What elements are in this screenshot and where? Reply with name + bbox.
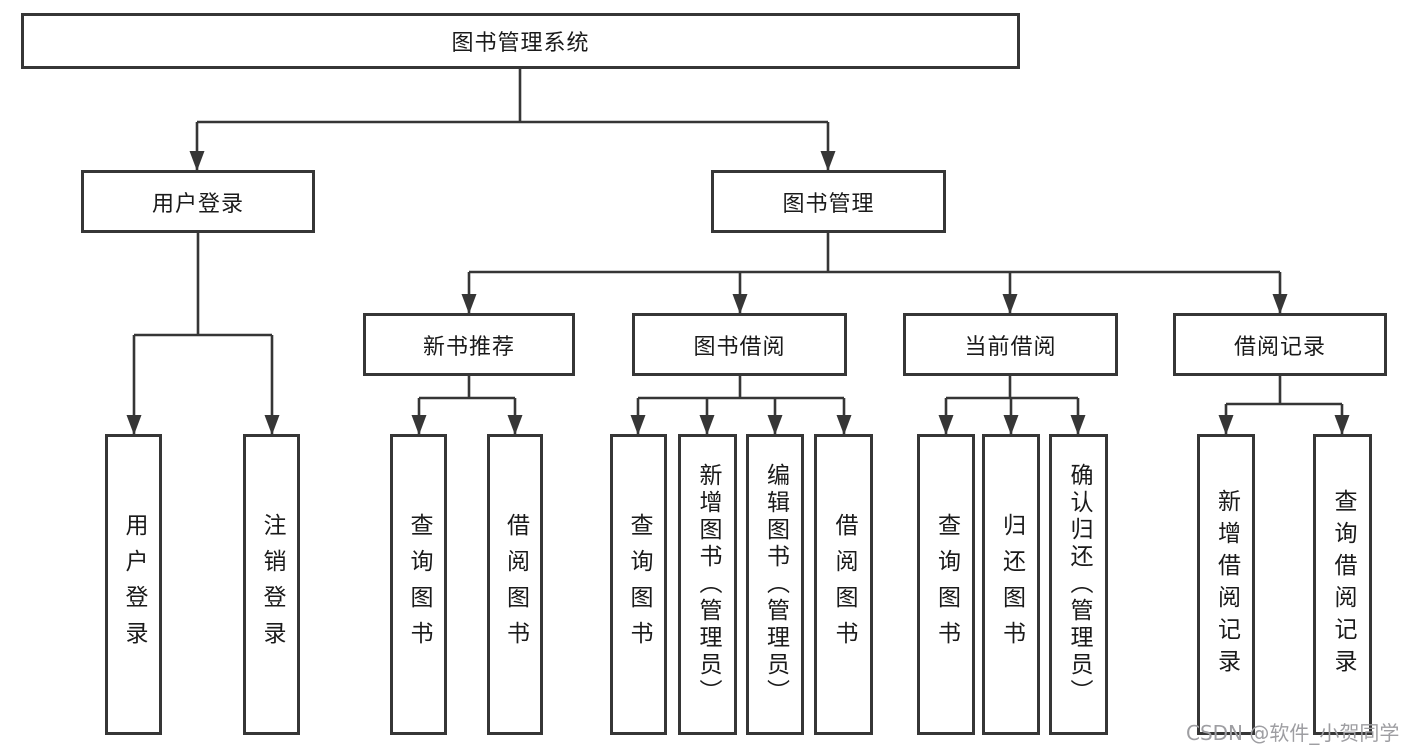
node-root: 图书管理系统 (21, 13, 1020, 69)
node-br-add-record-label: 新增借阅记录 (1213, 488, 1240, 681)
node-cb-query-books: 查询图书 (917, 434, 975, 735)
connector-user-login-to-leaves (126, 233, 280, 435)
csdn-watermark: CSDN @软件_小贺同学 (1186, 721, 1400, 745)
node-new-book-recommend-label: 新书推荐 (422, 334, 515, 360)
node-book-management: 图书管理 (711, 170, 946, 233)
node-bb-borrow-books-label: 借阅图书 (831, 512, 857, 657)
node-new-book-recommend: 新书推荐 (363, 313, 575, 376)
connector-book-borrow-to-leaves (630, 376, 852, 435)
node-cb-return-books-label: 归还图书 (998, 512, 1025, 657)
node-br-query-record-label: 查询借阅记录 (1330, 488, 1356, 681)
node-user-login-leaf: 用户登录 (105, 434, 162, 735)
node-root-label: 图书管理系统 (451, 31, 590, 56)
node-book-management-label: 图书管理 (782, 191, 875, 217)
node-borrow-records-label: 借阅记录 (1233, 334, 1326, 360)
node-nb-borrow-books: 借阅图书 (487, 434, 543, 735)
node-user-login: 用户登录 (81, 170, 315, 233)
connector-current-borrow-to-leaves (938, 376, 1086, 435)
node-br-query-record: 查询借阅记录 (1313, 434, 1372, 735)
node-bb-query-books-label: 查询图书 (626, 512, 652, 657)
node-bb-edit-books-label: 编辑图书（管理员） (762, 463, 789, 706)
connector-new-book-recommend-to-leaves (411, 376, 523, 435)
node-logout: 注销登录 (243, 434, 300, 735)
node-br-add-record: 新增借阅记录 (1197, 434, 1255, 735)
node-cb-confirm-return: 确认归还（管理员） (1049, 434, 1108, 735)
node-book-borrow: 图书借阅 (632, 313, 847, 376)
node-current-borrow-label: 当前借阅 (964, 334, 1057, 360)
node-logout-label: 注销登录 (259, 512, 285, 657)
node-nb-query-books-label: 查询图书 (406, 512, 432, 657)
connector-book-management-to-level3 (461, 233, 1288, 314)
node-user-login-label: 用户登录 (151, 191, 244, 217)
node-bb-add-books: 新增图书（管理员） (678, 434, 737, 735)
connector-root-to-level2 (189, 69, 836, 171)
node-bb-edit-books: 编辑图书（管理员） (746, 434, 804, 735)
connector-borrow-records-to-leaves (1218, 376, 1350, 435)
node-cb-query-books-label: 查询图书 (933, 512, 960, 657)
node-cb-confirm-return-label: 确认归还（管理员） (1066, 463, 1092, 706)
node-bb-add-books-label: 新增图书（管理员） (695, 463, 721, 706)
node-nb-query-books: 查询图书 (390, 434, 447, 735)
node-user-login-leaf-label: 用户登录 (121, 512, 147, 657)
node-borrow-records: 借阅记录 (1173, 313, 1387, 376)
node-cb-return-books: 归还图书 (982, 434, 1040, 735)
node-current-borrow: 当前借阅 (903, 313, 1118, 376)
node-book-borrow-label: 图书借阅 (693, 334, 786, 360)
node-nb-borrow-books-label: 借阅图书 (502, 512, 529, 657)
node-bb-query-books: 查询图书 (610, 434, 667, 735)
node-bb-borrow-books: 借阅图书 (814, 434, 873, 735)
